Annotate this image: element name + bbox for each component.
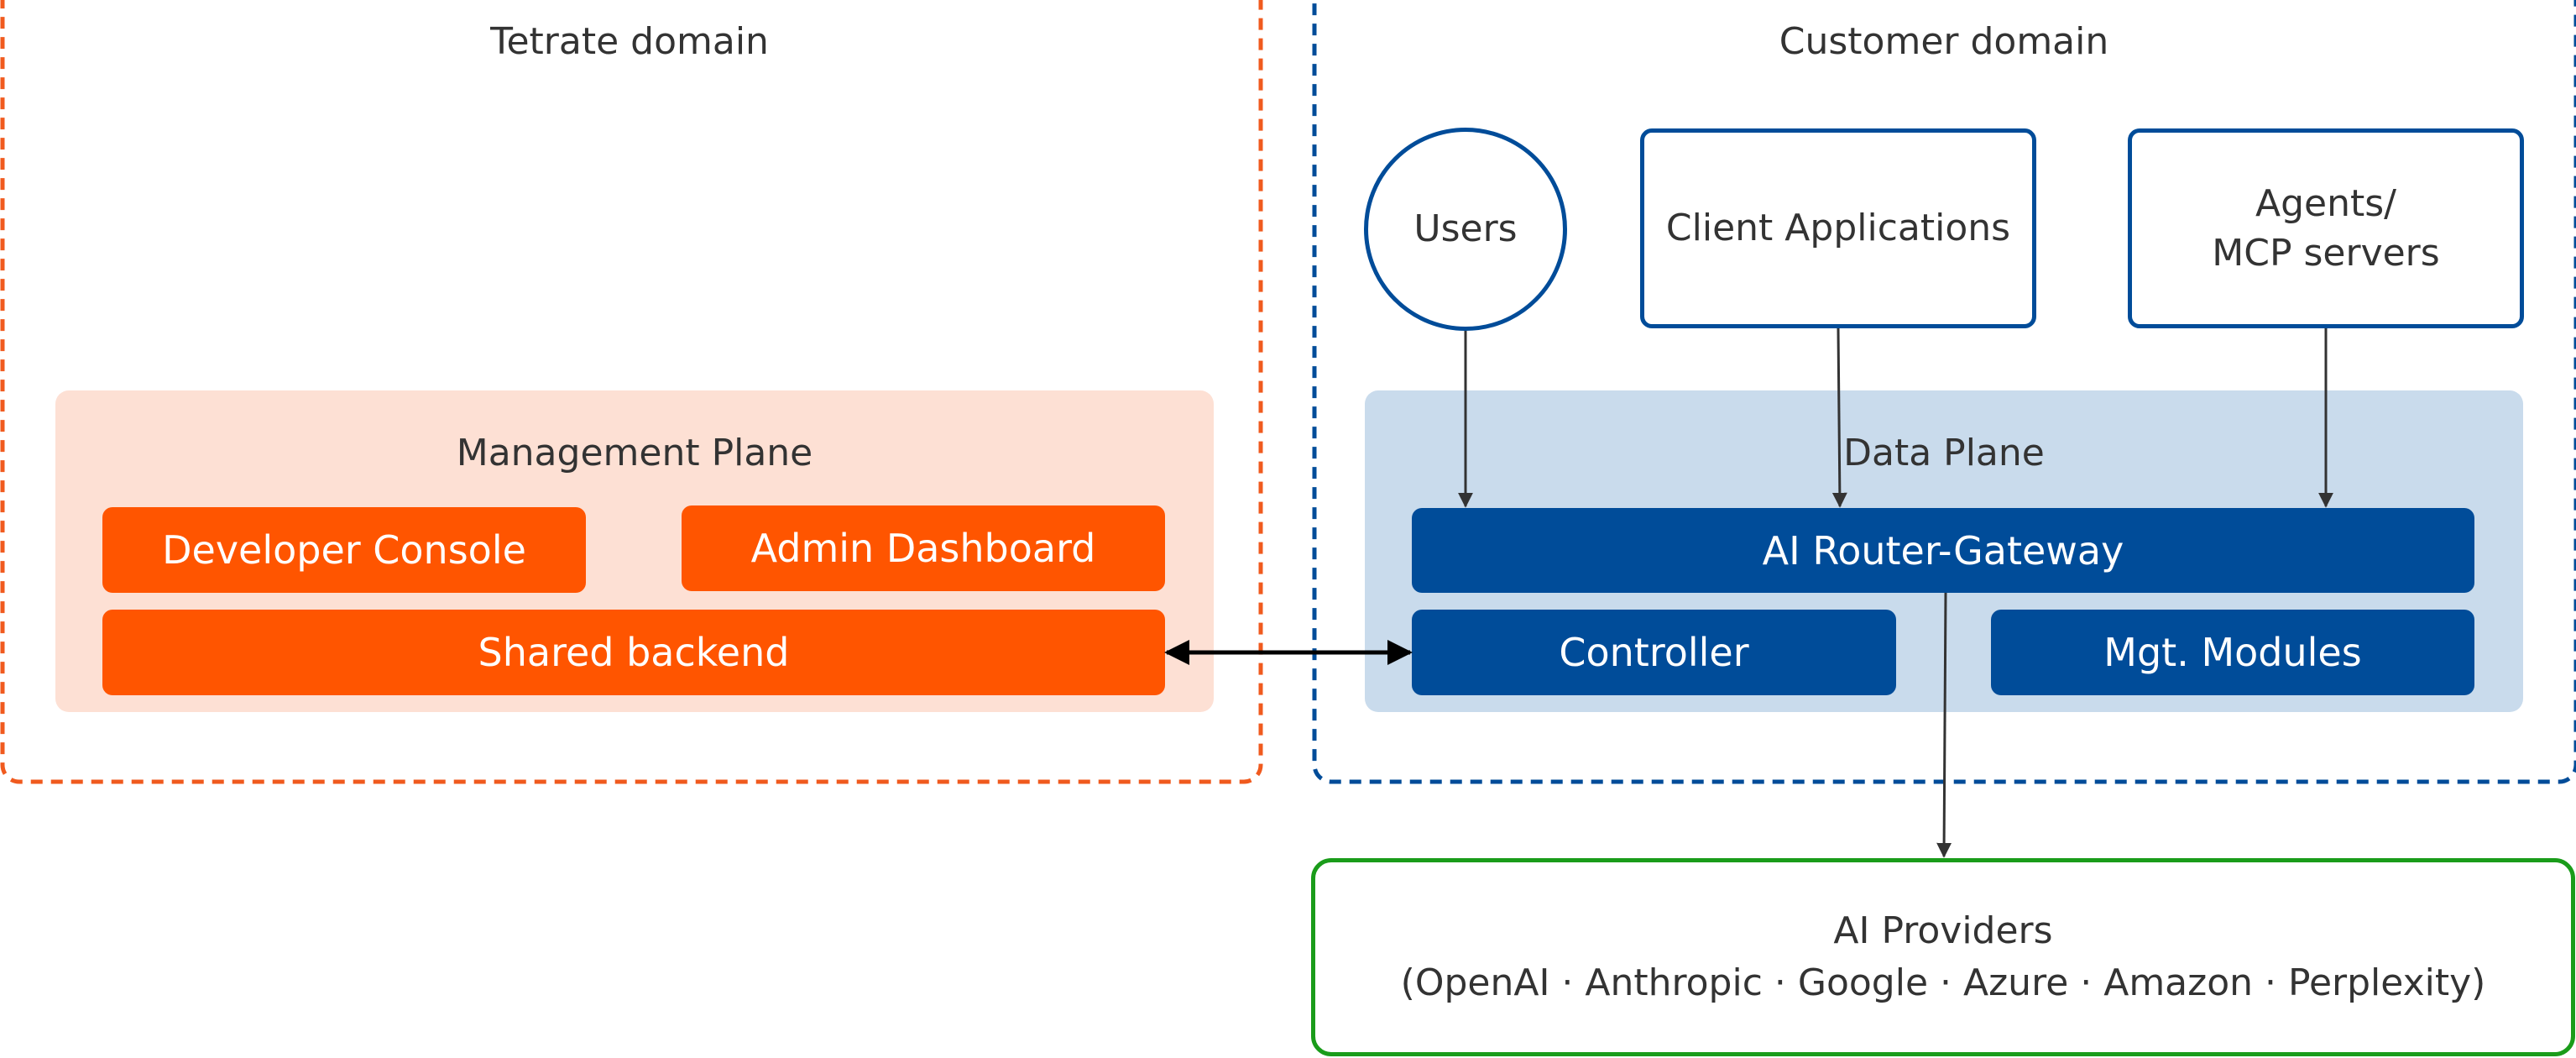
controller-block: Controller [1412,610,1896,695]
arrow-gateway-to-providers [1936,592,1952,858]
client-applications-node: Client Applications [1640,128,2036,328]
customer-domain-title: Customer domain [1779,20,2109,63]
client-applications-label: Client Applications [1665,207,2011,250]
users-label: Users [1413,207,1518,251]
ai-providers-node: AI Providers (OpenAI · Anthropic · Googl… [1311,858,2575,1056]
management-plane-title: Management Plane [456,432,813,474]
admin-dashboard-block: Admin Dashboard [682,505,1165,591]
ai-router-gateway-block: AI Router-Gateway [1412,508,2474,593]
agents-mcp-servers-node: Agents/ MCP servers [2128,128,2524,328]
ai-providers-list: (OpenAI · Anthropic · Google · Azure · A… [1400,961,2486,1004]
data-plane-title: Data Plane [1843,432,2045,474]
arrow-client-apps-to-gateway [1831,327,1847,508]
tetrate-domain-title: Tetrate domain [490,20,769,63]
developer-console-block: Developer Console [102,507,586,593]
mgt-modules-block: Mgt. Modules [1991,610,2474,695]
users-node: Users [1364,128,1567,331]
agents-label-line2: MCP servers [2212,232,2440,275]
tetrate-domain-border [0,0,1263,784]
agents-label-line1: Agents/ [2255,181,2396,225]
shared-backend-block: Shared backend [102,610,1165,695]
ai-providers-title: AI Providers [1833,909,2053,953]
